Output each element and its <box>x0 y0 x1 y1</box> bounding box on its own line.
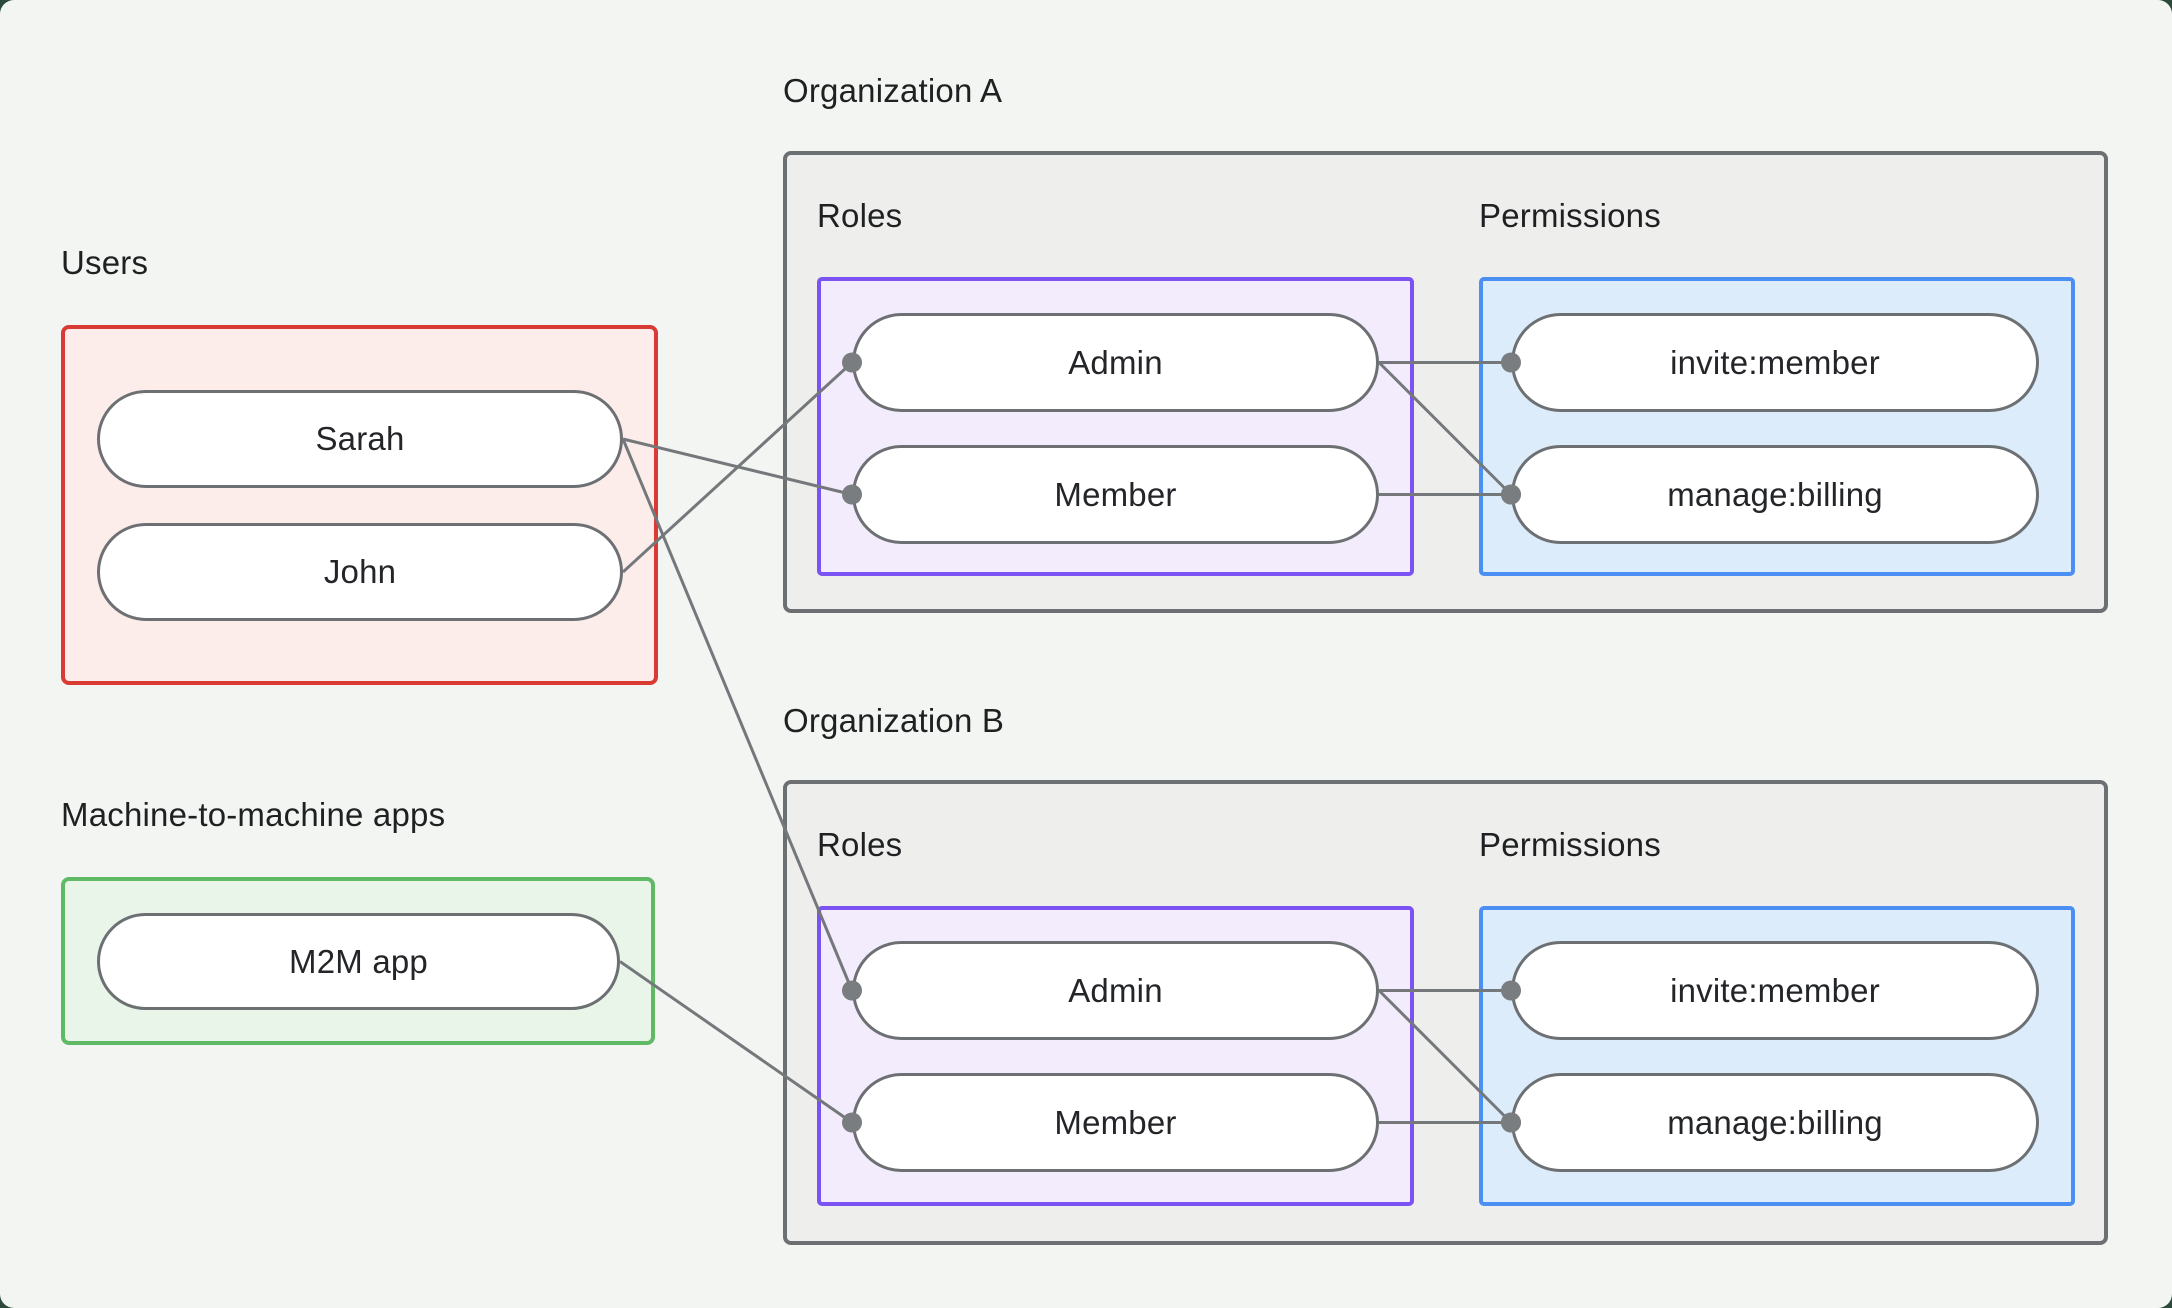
org-a-roles-box: Admin Member <box>817 277 1414 576</box>
org-a-permission-manage-billing: manage:billing <box>1511 445 2039 544</box>
org-b-role-member: Member <box>852 1073 1379 1172</box>
org-a-roles-label: Roles <box>817 197 903 234</box>
org-a-role-member: Member <box>852 445 1379 544</box>
org-a-role-admin: Admin <box>852 313 1379 412</box>
user-node-john: John <box>97 523 623 621</box>
org-b-role-admin: Admin <box>852 941 1379 1040</box>
org-a-box: Roles Permissions Admin Member invite:me… <box>783 151 2108 613</box>
org-b-roles-label: Roles <box>817 826 903 863</box>
org-a-permission-invite-member: invite:member <box>1511 313 2039 412</box>
users-group-box: Sarah John <box>61 325 658 685</box>
user-node-sarah: Sarah <box>97 390 623 488</box>
org-b-permission-invite-member: invite:member <box>1511 941 2039 1040</box>
org-b-permission-manage-billing: manage:billing <box>1511 1073 2039 1172</box>
org-b-permissions-label: Permissions <box>1479 826 1661 863</box>
m2m-app-node: M2M app <box>97 913 620 1010</box>
org-b-title: Organization B <box>783 702 1005 739</box>
m2m-group-box: M2M app <box>61 877 655 1045</box>
m2m-group-label: Machine-to-machine apps <box>61 796 446 833</box>
org-b-roles-box: Admin Member <box>817 906 1414 1206</box>
users-group-label: Users <box>61 244 149 281</box>
org-b-permissions-box: invite:member manage:billing <box>1479 906 2075 1206</box>
org-a-permissions-box: invite:member manage:billing <box>1479 277 2075 576</box>
org-a-title: Organization A <box>783 72 1003 109</box>
org-b-box: Roles Permissions Admin Member invite:me… <box>783 780 2108 1245</box>
org-a-permissions-label: Permissions <box>1479 197 1661 234</box>
